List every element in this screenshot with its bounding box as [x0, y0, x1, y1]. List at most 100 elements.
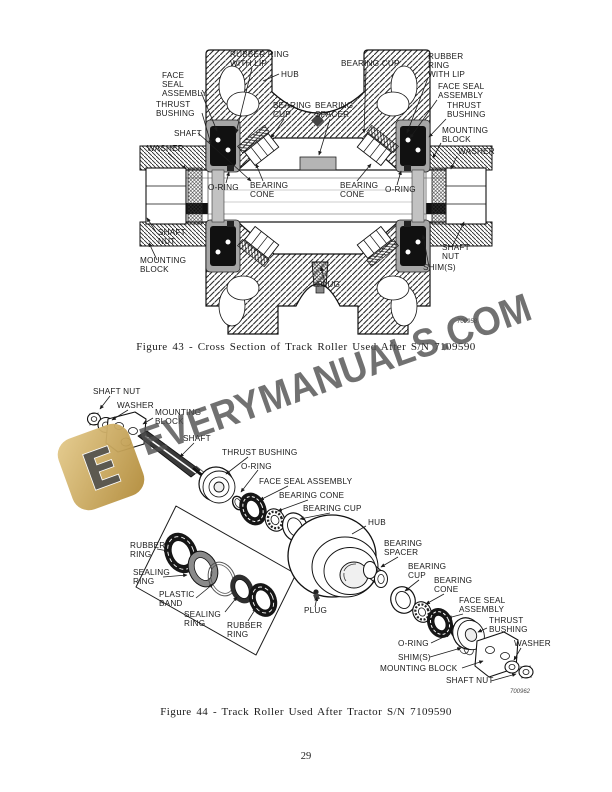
label-sealing-ring-2: SEALING [184, 610, 221, 619]
label-washer-right: WASHER [458, 147, 495, 156]
label-mounting-block-right: MOUNTING BLOCK [380, 664, 458, 673]
label-washer-left: WASHER [117, 401, 154, 410]
label-bearing-cone-left: BEARING CONE [279, 491, 345, 500]
label-thrust-bushing-right: THRUST [489, 616, 523, 625]
fig44-face-seal-right [426, 607, 454, 639]
label-thrust-bushing-right: BUSHING [447, 110, 486, 119]
label-sealing-ring-1: RING [133, 577, 154, 586]
label-shaft-nut-left: NUT [158, 237, 175, 246]
label-hub: HUB [281, 70, 299, 79]
fig44-labels: SHAFT NUT WASHER MOUNTING BLOCK SHAFT TH… [93, 387, 551, 685]
fig44-thrust-bushing-left [198, 466, 236, 504]
label-mounting-block-right: BLOCK [442, 135, 471, 144]
label-shaft-nut-right: SHAFT NUT [446, 676, 494, 685]
label-thrust-bushing-left: THRUST BUSHING [222, 448, 297, 457]
label-shaft-nut-right: SHAFT [442, 243, 470, 252]
label-mounting-block-left: BLOCK [140, 265, 169, 274]
fig44-bearing-cup-right [390, 586, 416, 614]
label-hub: HUB [368, 518, 386, 527]
label-bearing-spacer: SPACER [315, 110, 349, 119]
label-bearing-cone-right: BEARING [434, 576, 472, 585]
label-face-seal-assembly-right: FACE SEAL [459, 596, 506, 605]
label-mounting-block-left: MOUNTING [140, 256, 186, 265]
label-rubber-ring-1: RUBBER [130, 541, 165, 550]
fig43-labels: RUBBER RING WITH LIP HUB BEARING CUP FAC… [140, 50, 495, 289]
label-bearing-spacer: BEARING [384, 539, 422, 548]
label-bearing-cup-top: BEARING CUP [341, 59, 400, 68]
label-bearing-cup-mid: CUP [273, 110, 291, 119]
label-bearing-cone-left: BEARING [250, 181, 288, 190]
label-sealing-ring-1: SEALING [133, 568, 170, 577]
label-mounting-block-right: MOUNTING [442, 126, 488, 135]
label-o-ring-left: O-RING [241, 462, 272, 471]
label-bearing-cone-right: BEARING [340, 181, 378, 190]
label-o-ring-right: O-RING [398, 639, 429, 648]
label-bearing-cone-right: CONE [434, 585, 459, 594]
label-sealing-ring-2: RING [184, 619, 205, 628]
label-washer-right: WASHER [514, 639, 551, 648]
label-shaft: SHAFT [183, 434, 211, 443]
label-bearing-cup-left: BEARING CUP [303, 504, 362, 513]
watermark-text: EVERYMANUALS.COM [134, 285, 537, 464]
label-bearing-cup-mid: BEARING [273, 101, 311, 110]
label-plug: PLUG [304, 606, 327, 615]
fig43-washer-right [431, 167, 447, 225]
fig43-face-seals [210, 126, 426, 266]
label-face-seal-assembly-left: FACE [162, 71, 185, 80]
fig44-inset-box [135, 505, 297, 656]
label-thrust-bushing-right: THRUST [447, 101, 481, 110]
page-number: 29 [300, 751, 312, 762]
label-bearing-cone-left: CONE [250, 190, 275, 199]
fig44-bearing-cone-left [264, 508, 286, 532]
label-thrust-bushing-left: THRUST [156, 100, 190, 109]
fig44-washer-right [504, 660, 520, 674]
figure43-caption: Figure 43 - Cross Section of Track Rolle… [136, 341, 476, 353]
label-bearing-spacer: BEARING [315, 101, 353, 110]
label-rubber-ring-with-lip-left: RUBBER RING [230, 50, 289, 59]
label-rubber-ring-with-lip-left: WITH LIP [230, 59, 267, 68]
label-plastic-band: BAND [159, 599, 183, 608]
label-face-seal-assembly-left: SEAL [162, 80, 184, 89]
label-rubber-ring-with-lip-right: RUBBER [428, 52, 463, 61]
fig44-shaft-nut-left [86, 412, 102, 426]
label-face-seal-assembly-right: FACE SEAL [438, 82, 485, 91]
label-face-seal-assembly-left: ASSEMBLY [162, 89, 207, 98]
label-face-seal-assembly-left: FACE SEAL ASSEMBLY [259, 477, 353, 486]
figure44-part-number: 700962 [510, 689, 531, 695]
label-rubber-ring-with-lip-right: WITH LIP [428, 70, 465, 79]
label-washer-left: WASHER [147, 144, 184, 153]
fig43-shaft-nut-left [145, 167, 187, 225]
label-shims-right: SHIM(S) [423, 263, 456, 272]
fig43-leader-lines [146, 67, 465, 284]
label-mounting-block-left: MOUNTING [155, 408, 201, 417]
fig44-shaft-nut-right [518, 665, 534, 679]
label-bearing-spacer: SPACER [384, 548, 418, 557]
label-plastic-band: PLASTIC [159, 590, 195, 599]
everymanuals-logo: E [57, 423, 145, 511]
label-plug: PLUG [317, 280, 340, 289]
label-bearing-cup-right: BEARING [408, 562, 446, 571]
fig43-washer-left [187, 167, 203, 225]
fig44-bearing-cone-right [412, 601, 432, 623]
fig44-bearing-spacer [363, 561, 388, 588]
figure43-cross-section-diagram: RUBBER RING WITH LIP HUB BEARING CUP FAC… [139, 49, 495, 335]
label-face-seal-assembly-right: ASSEMBLY [459, 605, 504, 614]
label-thrust-bushing-right: BUSHING [489, 625, 528, 634]
label-shaft-nut-left: SHAFT NUT [93, 387, 141, 396]
fig43-mounting-blocks [139, 145, 493, 247]
label-shaft-nut-right: NUT [442, 252, 459, 261]
label-rubber-ring-2: RING [227, 630, 248, 639]
fig44-sealing-ring-2 [230, 574, 254, 604]
label-rubber-ring-2: RUBBER [227, 621, 262, 630]
fig44-face-seal-left [239, 492, 267, 526]
fig43-bearing-cups-cones [237, 124, 399, 268]
label-face-seal-assembly-right: ASSEMBLY [438, 91, 483, 100]
label-rubber-ring-1: RING [130, 550, 151, 559]
label-shaft: SHAFT [174, 129, 202, 138]
label-rubber-ring-with-lip-right: RING [428, 61, 449, 70]
fig44-leader-lines [99, 395, 522, 682]
label-o-ring-left: O-RING [208, 183, 239, 192]
fig43-o-rings [227, 165, 411, 227]
